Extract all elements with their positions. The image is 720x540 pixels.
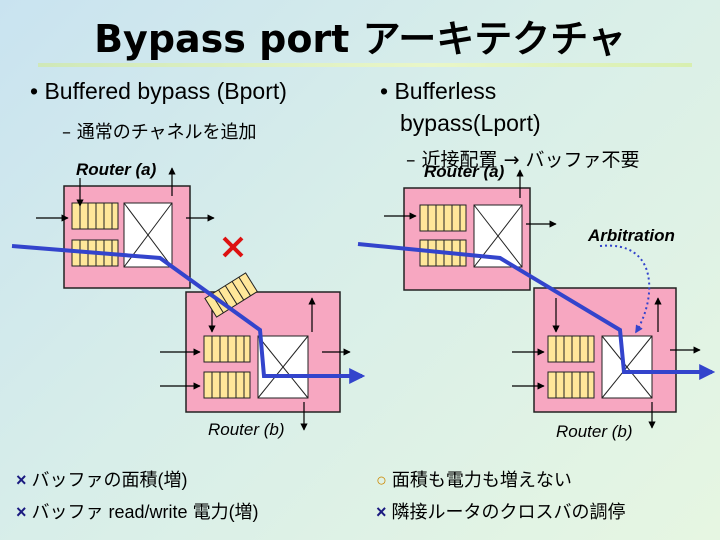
label-arbitration: Arbitration bbox=[588, 226, 675, 245]
cross-mark-icon: × bbox=[376, 502, 387, 522]
buffer-icon bbox=[203, 335, 251, 363]
title-underline bbox=[38, 63, 692, 67]
buffer-icon bbox=[203, 371, 251, 399]
note-right-1-text: 面積も電力も増えない bbox=[391, 470, 572, 490]
sub-close-placement: – 近接配置 → バッファ不要 bbox=[406, 149, 640, 171]
label-left-router-a: Router (a) bbox=[76, 160, 157, 179]
buffer-icon bbox=[547, 371, 595, 399]
bullet-bufferless-line1: • Bufferless bbox=[380, 78, 497, 104]
label-left-router-b: Router (b) bbox=[208, 420, 285, 439]
right-router-b bbox=[512, 287, 701, 429]
note-right-2: × 隣接ルータのクロスバの調停 bbox=[376, 498, 626, 524]
crossbar-icon bbox=[601, 335, 653, 399]
left-router-a bbox=[36, 167, 215, 289]
sub-add-channel: – 通常のチャネルを追加 bbox=[62, 122, 257, 143]
bullet-buffered-bypass: • Buffered bypass (Bport) bbox=[30, 78, 287, 104]
note-left-2-text: バッファ read/write 電力(増) bbox=[31, 502, 259, 522]
note-right-1: ○ 面積も電力も増えない bbox=[376, 466, 572, 492]
buffer-icon bbox=[71, 202, 119, 230]
label-right-router-b: Router (b) bbox=[556, 422, 633, 441]
circle-mark-icon: ○ bbox=[376, 470, 387, 490]
bullet-bufferless-line2: bypass(Lport) bbox=[400, 110, 541, 136]
right-router-a bbox=[384, 169, 557, 291]
label-right-router-a: Router (a) bbox=[424, 162, 505, 181]
left-bypass-path bbox=[11, 244, 366, 384]
note-left-1: × バッファの面積(増) bbox=[16, 466, 188, 492]
note-left-2: × バッファ read/write 電力(増) bbox=[16, 498, 259, 524]
slide-title: Bypass port アーキテクチャ bbox=[94, 17, 626, 61]
note-right-2-text: 隣接ルータのクロスバの調停 bbox=[391, 502, 626, 522]
right-bypass-path bbox=[357, 242, 716, 380]
cross-mark-icon: × bbox=[16, 502, 27, 522]
note-left-1-text: バッファの面積(増) bbox=[31, 470, 188, 490]
cross-mark-icon: × bbox=[16, 470, 27, 490]
blocked-cross-icon bbox=[222, 236, 244, 258]
buffer-icon bbox=[547, 335, 595, 363]
crossbar-icon bbox=[257, 335, 309, 399]
buffer-icon bbox=[419, 204, 467, 232]
left-router-b bbox=[160, 291, 351, 431]
